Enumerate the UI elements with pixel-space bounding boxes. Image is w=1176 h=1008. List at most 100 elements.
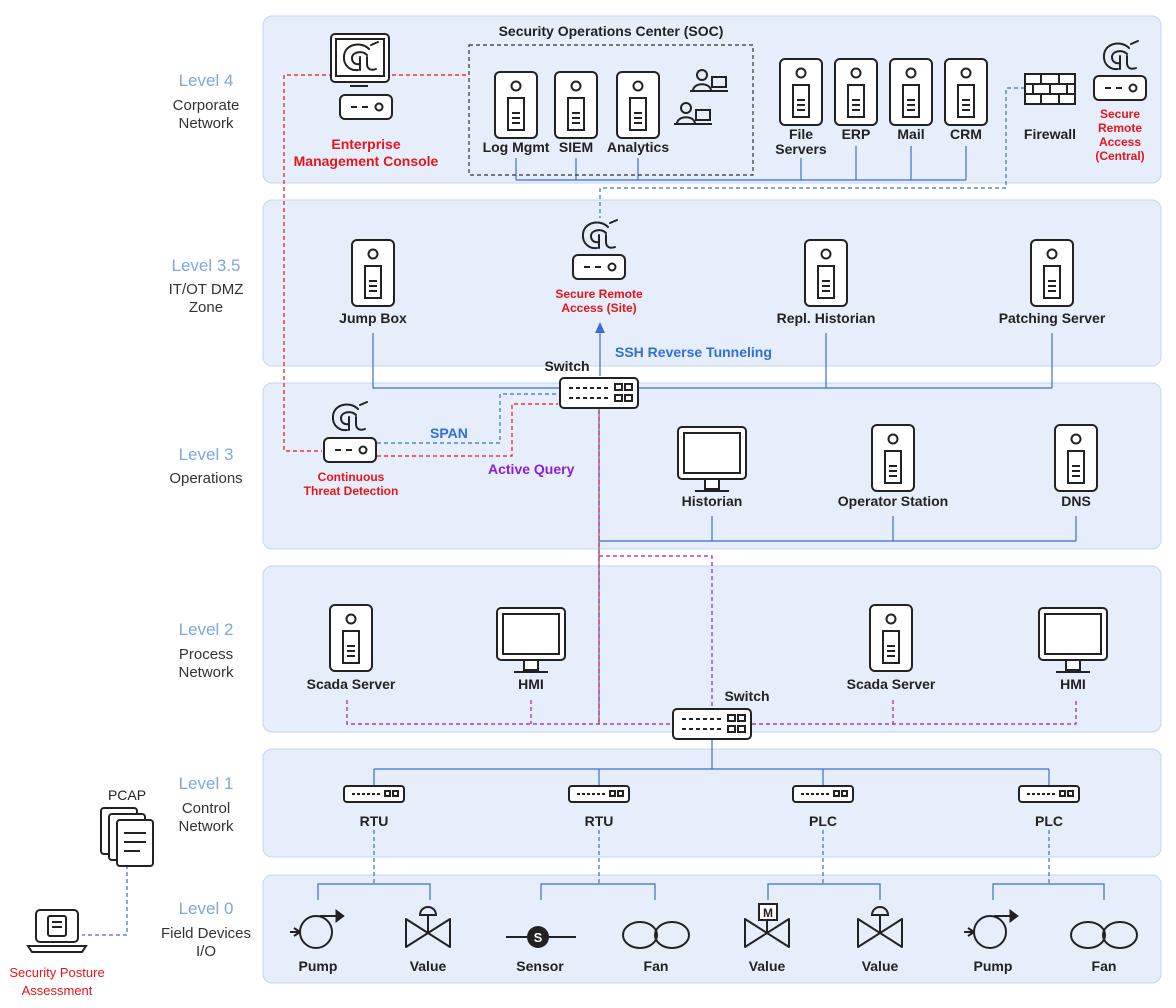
repl-historian-server[interactable] <box>804 239 848 307</box>
active-query-label: Active Query <box>488 461 575 477</box>
pump-2-label: Pump <box>974 958 1013 974</box>
enterprise-management-console[interactable] <box>330 33 393 120</box>
sra-central-label-line3: Access <box>1099 135 1141 149</box>
dmz-switch-label: Switch <box>544 358 589 374</box>
patching-server-label: Patching Server <box>999 310 1106 326</box>
crm-server[interactable] <box>944 58 988 126</box>
analytics-server[interactable] <box>616 71 660 139</box>
operator-station-server[interactable] <box>871 424 915 492</box>
siem-label: SIEM <box>559 139 593 155</box>
l4-bus-lines <box>515 146 967 181</box>
scada-server-1[interactable] <box>329 604 373 672</box>
firewall-label: Firewall <box>1024 126 1076 142</box>
l1-bus-lines <box>373 740 1050 786</box>
plc-2[interactable] <box>1018 785 1080 803</box>
rtu-1-label: RTU <box>360 813 389 829</box>
level-3-name-line1: Operations <box>169 470 242 487</box>
firewall-icon[interactable] <box>1024 73 1076 105</box>
level-3-5-name-line1: IT/OT DMZ <box>169 281 244 298</box>
security-posture-assessment-laptop-icon[interactable] <box>26 909 88 953</box>
rtu-2-label: RTU <box>585 813 614 829</box>
erp-label: ERP <box>842 126 871 142</box>
level-0-number: Level 0 <box>179 899 234 918</box>
rtu-2[interactable] <box>568 785 630 803</box>
active-query-path-right <box>599 555 713 706</box>
repl-historian-label: Repl. Historian <box>777 310 876 326</box>
motor-valve-icon[interactable]: M <box>744 903 790 948</box>
log-mgmt-label: Log Mgmt <box>483 139 550 155</box>
level-2-name-line1: Process <box>179 646 233 663</box>
level-2-number: Level 2 <box>179 620 234 639</box>
level-2-name-line2: Network <box>178 664 234 681</box>
ssh-reverse-tunneling-label: SSH Reverse Tunneling <box>615 344 772 360</box>
erp-server[interactable] <box>834 58 878 126</box>
historian-label: Historian <box>682 493 743 509</box>
fan-1-label: Fan <box>644 958 669 974</box>
level-0-name-line1: Field Devices <box>161 925 251 942</box>
file-servers-label-line1: File <box>789 126 813 142</box>
level-0-name-line2: I/O <box>196 943 216 960</box>
plc-1[interactable] <box>792 785 854 803</box>
jump-box-label: Jump Box <box>339 310 407 326</box>
pcap-to-spa-link <box>82 865 128 936</box>
crm-label: CRM <box>950 126 982 142</box>
level-3-number: Level 3 <box>179 445 234 464</box>
active-query-path-far-right <box>752 700 1077 725</box>
log-mgmt-server[interactable] <box>494 71 538 139</box>
ctd-label-line2: Threat Detection <box>304 484 399 498</box>
plc-2-label: PLC <box>1035 813 1063 829</box>
spa-label-line1: Security Posture <box>9 965 104 980</box>
pcap-files-icon[interactable] <box>100 807 154 867</box>
valve-1-label: Value <box>410 958 447 974</box>
rtu-1[interactable] <box>343 785 405 803</box>
sensor-icon[interactable]: S <box>506 926 576 948</box>
hmi-2-label: HMI <box>1060 676 1086 692</box>
fan-2-label: Fan <box>1092 958 1117 974</box>
level-1-name-line1: Control <box>182 800 230 817</box>
dns-server[interactable] <box>1054 424 1098 492</box>
file-servers[interactable] <box>779 58 823 126</box>
patching-server[interactable] <box>1030 239 1074 307</box>
scada-server-1-label: Scada Server <box>307 676 396 692</box>
jump-box-server[interactable] <box>351 239 395 307</box>
process-switch-label: Switch <box>724 688 769 704</box>
ctd-label-line1: Continuous <box>318 470 385 484</box>
mail-label: Mail <box>897 126 924 142</box>
emc-label-line2: Management Console <box>294 153 439 169</box>
process-switch[interactable] <box>672 708 752 740</box>
sra-central-label-line4: (Central) <box>1095 149 1144 163</box>
l3-bus-lines <box>599 516 1077 542</box>
motor-mark: M <box>763 906 773 920</box>
zone-level-4 <box>262 15 1162 184</box>
sra-central-label-line2: Remote <box>1098 121 1142 135</box>
hmi-1-label: HMI <box>518 676 544 692</box>
valve-3-label: Value <box>862 958 899 974</box>
zone-level-0 <box>262 874 1162 984</box>
active-query-path-left <box>346 700 674 725</box>
field-links <box>317 830 1105 900</box>
zone-level-3-5 <box>262 199 1162 367</box>
pcap-label: PCAP <box>108 787 146 803</box>
level-1-number: Level 1 <box>179 774 234 793</box>
file-servers-label-line2: Servers <box>775 141 827 157</box>
sensor-mark: S <box>534 930 543 945</box>
scada-server-2[interactable] <box>869 604 913 672</box>
span-link <box>370 393 558 444</box>
siem-server[interactable] <box>554 71 598 139</box>
mail-server[interactable] <box>889 58 933 126</box>
emc-label-line1: Enterprise <box>331 136 400 152</box>
level-3-5-number: Level 3.5 <box>172 256 241 275</box>
level-4-name-line1: Corporate <box>173 97 240 114</box>
ctd-to-switch-link <box>370 403 558 457</box>
sra-site-label-line2: Access (Site) <box>561 301 636 315</box>
emc-to-ctd-link <box>283 74 340 452</box>
soc-title: Security Operations Center (SOC) <box>499 23 724 39</box>
plc-1-label: PLC <box>809 813 837 829</box>
dmz-switch[interactable] <box>559 377 639 409</box>
operator-station-label: Operator Station <box>838 493 948 509</box>
sra-site-label-line1: Secure Remote <box>555 287 643 301</box>
sensor-label: Sensor <box>516 958 564 974</box>
firewall-to-sra-link <box>599 87 1025 218</box>
soc-boundary <box>468 44 754 176</box>
